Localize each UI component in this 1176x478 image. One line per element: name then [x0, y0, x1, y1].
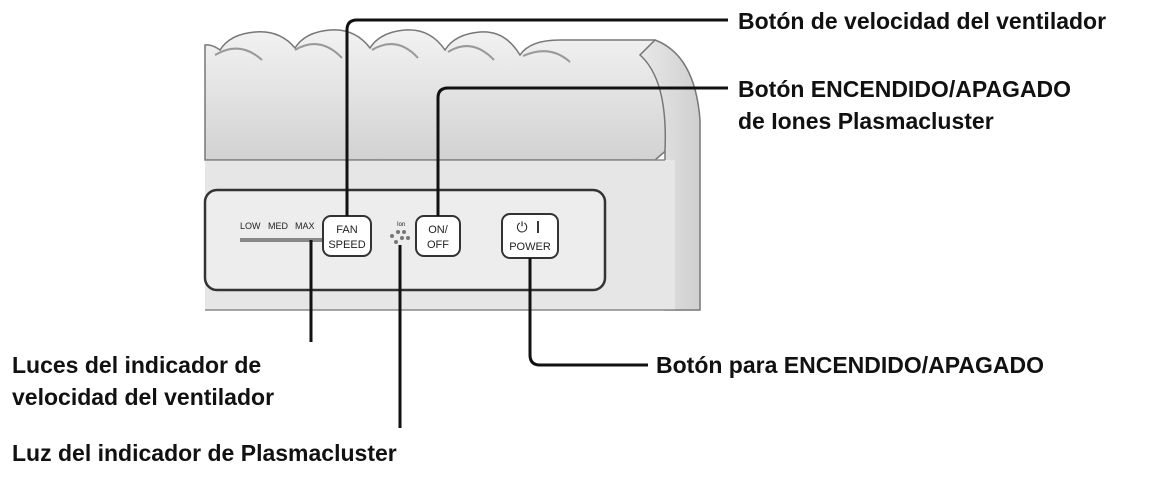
svg-text:SPEED: SPEED — [328, 239, 365, 251]
callout-power-button: Botón para ENCENDIDO/APAGADO — [656, 352, 1045, 378]
leader-fan-speed-button — [345, 18, 728, 216]
indicator-label-med: MED — [268, 221, 289, 231]
callout-fan-speed-button: Botón de velocidad del ventilador — [738, 8, 1107, 34]
svg-text:OFF: OFF — [427, 239, 449, 251]
leader-lines — [309, 18, 728, 428]
indicator-label-max: MAX — [295, 221, 315, 231]
callout-fan-indicator-line1: Luces del indicador de — [12, 352, 262, 378]
callout-ion-button-line2: de Iones Plasmacluster — [738, 108, 994, 134]
callout-fan-indicator-line2: velocidad del ventilador — [12, 384, 275, 410]
svg-text:ON/: ON/ — [428, 224, 449, 236]
svg-text:FAN: FAN — [336, 224, 357, 236]
leader-ion-button — [436, 86, 728, 216]
indicator-label-low: LOW — [240, 221, 261, 231]
svg-text:POWER: POWER — [509, 241, 551, 253]
ion-on-off-button[interactable]: ON/ OFF — [415, 215, 461, 257]
plasmacluster-indicator-light: Ion — [390, 222, 410, 244]
power-icon: ⏻ — [516, 219, 527, 235]
fan-speed-indicator-lights: LOW MED MAX — [240, 221, 322, 242]
callout-plasmacluster-indicator: Luz del indicador de Plasmacluster — [12, 440, 397, 466]
leader-power-button — [528, 258, 648, 367]
ion-small-label: Ion — [397, 222, 405, 228]
fan-speed-button[interactable]: FAN SPEED — [322, 215, 372, 257]
callout-ion-button-line1: Botón ENCENDIDO/APAGADO — [738, 76, 1072, 102]
power-button[interactable]: ⏻ POWER — [501, 213, 559, 259]
